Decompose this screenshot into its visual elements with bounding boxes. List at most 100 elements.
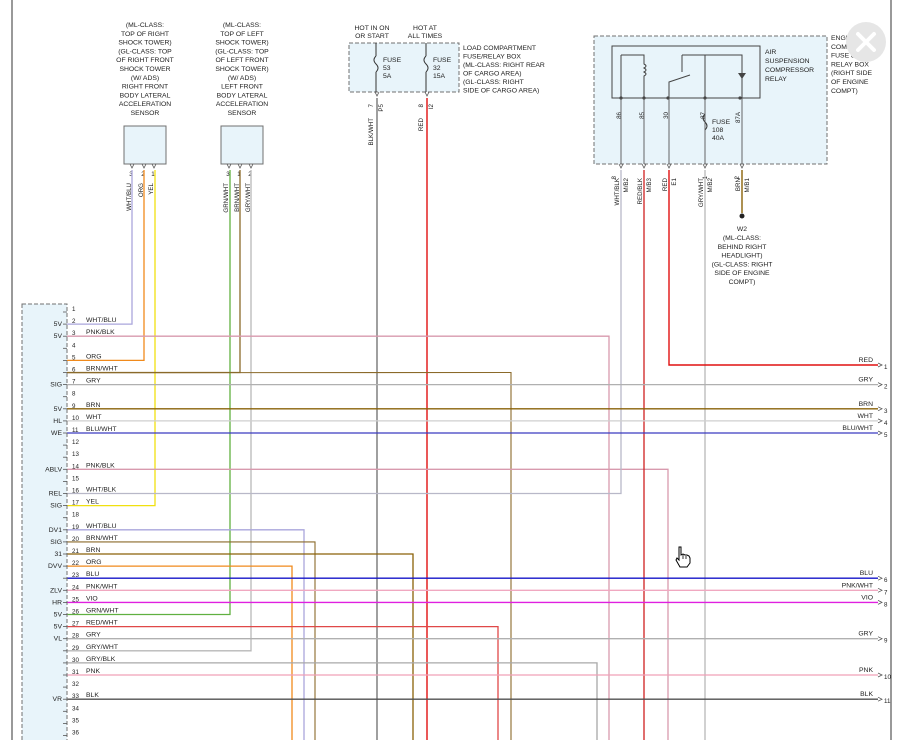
relay-terminal: 85 bbox=[639, 111, 646, 118]
module-wire-label: GRY bbox=[86, 632, 101, 639]
relay-wire-label: WHT/BLK bbox=[614, 177, 621, 205]
sensor-label-line: (W/ ADS) bbox=[228, 75, 256, 82]
output-wire-label: GRY bbox=[858, 631, 873, 638]
relay-pin-id: M/B3 bbox=[646, 177, 653, 192]
module-wire-label: ORG bbox=[86, 559, 101, 566]
module-pin-function: 5V bbox=[54, 406, 63, 413]
relay-pin-id: M/B2 bbox=[623, 177, 630, 192]
fuse-icon bbox=[423, 55, 429, 73]
wire-red bbox=[668, 170, 878, 366]
sensor-label-line: BODY LATERAL bbox=[217, 92, 268, 99]
fuse-box-description: FUSE/RELAY BOX bbox=[463, 54, 521, 61]
sensor-label-line: TOP OF RIGHT bbox=[121, 31, 169, 38]
module-pin-number: 7 bbox=[72, 379, 76, 386]
output-connector-icon bbox=[877, 587, 883, 593]
connector-pin-icon bbox=[237, 163, 243, 169]
fuse-box-outline bbox=[348, 42, 460, 93]
relay-label: COMPRESSOR bbox=[765, 67, 814, 74]
wire-org bbox=[67, 565, 293, 740]
module-wire-label: YEL bbox=[86, 499, 99, 506]
module-wire-label: GRN/WHT bbox=[86, 608, 118, 615]
module-pin-number: 33 bbox=[72, 693, 79, 700]
module-pin-number: 30 bbox=[72, 657, 79, 664]
module-pin-number: 26 bbox=[72, 609, 79, 616]
module-wire-label: BLU/WHT bbox=[86, 426, 117, 433]
connector-pin-icon bbox=[374, 91, 380, 97]
relay-coil-icon bbox=[620, 54, 647, 98]
fuse-label: 40A bbox=[712, 135, 725, 142]
sensor-label-line: TOP OF LEFT bbox=[220, 31, 264, 38]
relay-box-label: (RIGHT SIDE bbox=[831, 70, 873, 77]
output-connectors: 1RED2GRY3BRN4WHT5BLU/WHT6BLU7PNK/WHT8VIO… bbox=[842, 357, 892, 705]
output-connector-icon bbox=[877, 382, 883, 387]
sensor-label-line: OF RIGHT FRONT bbox=[116, 57, 174, 64]
module-wire-label: WHT/BLU bbox=[86, 523, 117, 530]
relay-wire-label: GRY/WHT bbox=[698, 178, 705, 207]
hot-all-label: HOT AT bbox=[413, 25, 437, 32]
module-pin-function: REL bbox=[49, 491, 62, 498]
module-pin-number: 11 bbox=[72, 427, 79, 434]
wire-yel bbox=[67, 170, 156, 507]
module-pin-number: 2 bbox=[72, 318, 76, 325]
sensor-label-line: (ML-CLASS: bbox=[223, 22, 261, 29]
sensor-wire-label: WHT/BLU bbox=[126, 183, 133, 211]
module-pin-number: 24 bbox=[72, 584, 79, 591]
ground-id: W2 bbox=[737, 226, 747, 233]
module-pin-function: 5V bbox=[54, 624, 63, 631]
sensors: (ML-CLASS: TOP OF RIGHT SHOCK TOWER) (GL-CL… bbox=[116, 22, 269, 213]
wire-pnk-blk bbox=[67, 335, 610, 740]
module-pin-number: 17 bbox=[72, 500, 79, 507]
module-pin-number: 20 bbox=[72, 536, 79, 543]
sensor-label-line: (GL-CLASS: TOP bbox=[215, 48, 269, 55]
close-button[interactable] bbox=[846, 22, 886, 62]
output-connector-icon bbox=[877, 672, 883, 678]
sensor-label-line: RIGHT FRONT bbox=[122, 84, 168, 91]
module-pin-number: 14 bbox=[72, 463, 79, 470]
output-number: 3 bbox=[884, 408, 888, 415]
module-pin-function: 5V bbox=[54, 333, 63, 340]
output-connector-icon bbox=[877, 362, 883, 368]
module-pin-number: 13 bbox=[72, 451, 79, 458]
connector-pin-icon bbox=[618, 163, 624, 169]
module-pin-number: 8 bbox=[72, 391, 76, 398]
module-pin-function: WE bbox=[51, 430, 62, 437]
wire-wht-blu bbox=[67, 170, 133, 325]
wire-brn-wht bbox=[67, 170, 241, 374]
output-number: 10 bbox=[884, 674, 891, 681]
module-pin-number: 21 bbox=[72, 548, 79, 555]
module-outline bbox=[21, 303, 68, 740]
sensor-label-line: SHOCK TOWER bbox=[119, 66, 170, 73]
fuse-box-description: (GL-CLASS: RIGHT bbox=[463, 79, 524, 86]
output-connector-icon bbox=[877, 418, 883, 424]
fuse-label: 32 bbox=[433, 65, 441, 72]
relay-box-label: RELAY BOX bbox=[831, 61, 869, 68]
output-wire-label: BLU bbox=[860, 570, 873, 577]
sensor-pin-number: 2 bbox=[248, 171, 252, 178]
module-wire-label: GRY/BLK bbox=[86, 656, 116, 663]
module-pin-number: 19 bbox=[72, 524, 79, 531]
output-wire-label: BLU/WHT bbox=[842, 425, 873, 432]
output-wire-label: BRN bbox=[859, 401, 873, 408]
module-wire-label: WHT bbox=[86, 414, 101, 421]
sensor-label-line: SHOCK TOWER) bbox=[215, 66, 268, 73]
wire-brn-wht bbox=[67, 541, 316, 740]
fuse-box-description: SIDE OF CARGO AREA) bbox=[463, 88, 539, 95]
relay-box-label: ENGINE bbox=[831, 35, 858, 42]
connector-pin-icon bbox=[151, 163, 157, 169]
output-connector-icon bbox=[877, 636, 883, 642]
relay-pin-id: E1 bbox=[671, 177, 678, 185]
fuse-pin-number: 7 bbox=[368, 103, 375, 107]
connector-pin-icon bbox=[248, 163, 254, 169]
relay-box-outline bbox=[593, 35, 828, 165]
ground-label: HEADLIGHT) bbox=[721, 253, 762, 260]
module-pin-number: 28 bbox=[72, 633, 79, 640]
sensor-label-line: BODY LATERAL bbox=[120, 92, 171, 99]
relay-pin-id: M/B2 bbox=[707, 177, 714, 192]
module-wire-label: ORG bbox=[86, 353, 101, 360]
module-pin-number: 36 bbox=[72, 730, 79, 737]
module-pin-function: VR bbox=[53, 696, 63, 703]
module-pin-number: 6 bbox=[72, 367, 76, 374]
hot-run-label: OR START bbox=[355, 33, 389, 40]
sensor-label-line: SENSOR bbox=[228, 110, 257, 117]
